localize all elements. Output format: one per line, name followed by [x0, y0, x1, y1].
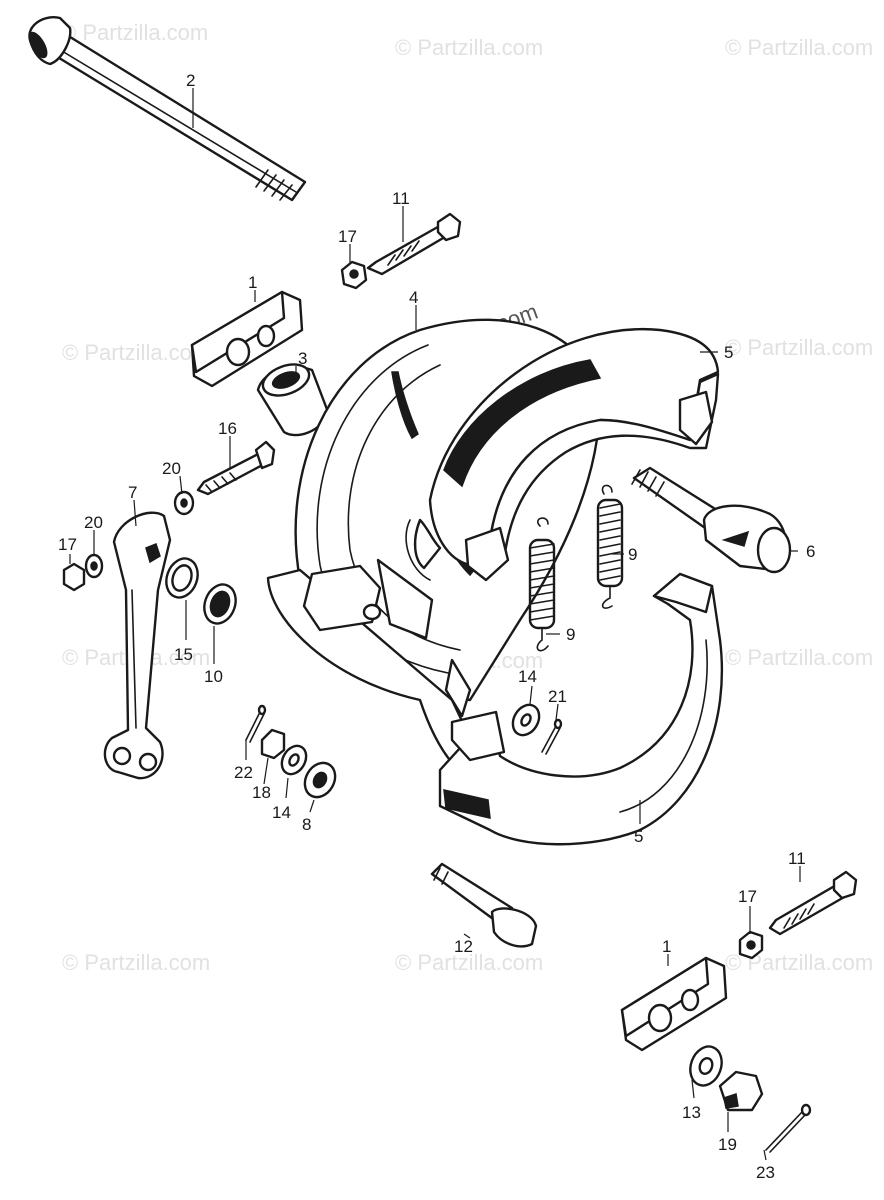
- watermark: © Partzilla.com: [62, 950, 210, 975]
- nut-part-17-top: [340, 260, 368, 290]
- leader-lines: [69, 88, 801, 1161]
- washer-part-20-top: [173, 490, 195, 516]
- washer-part-14-right: [511, 703, 541, 737]
- callout-9: 9: [566, 625, 575, 644]
- callout-1: 1: [662, 937, 671, 956]
- callout-2: 2: [186, 71, 195, 90]
- washer-part-15: [165, 557, 199, 599]
- brake-cam-part-6: [631, 466, 792, 574]
- callout-10: 10: [204, 667, 223, 686]
- callout-19: 19: [718, 1135, 737, 1154]
- callout-21: 21: [548, 687, 567, 706]
- callout-23: 23: [756, 1163, 775, 1182]
- callout-12: 12: [454, 937, 473, 956]
- watermark: © Partzilla.com: [725, 335, 873, 360]
- callout-7: 7: [128, 483, 137, 502]
- washer-part-13: [689, 1045, 723, 1087]
- nut-part-17-left: [62, 562, 86, 592]
- callouts: 2 11 17 1 4 3 5 16 20 7 20 17 9 9 6 15 1…: [58, 71, 815, 1182]
- watermark: © Partzilla.com: [725, 35, 873, 60]
- washer-part-14-left: [280, 744, 308, 776]
- callout-8: 8: [302, 815, 311, 834]
- brake-shoe-part-5-top: [405, 327, 720, 582]
- callout-17: 17: [738, 887, 757, 906]
- callout-22: 22: [234, 763, 253, 782]
- watermark: © Partzilla.com: [725, 645, 873, 670]
- watermark: © Partzilla.com: [395, 35, 543, 60]
- cotter-pin-part-22: [245, 704, 267, 743]
- callout-14: 14: [518, 667, 537, 686]
- castle-nut-part-8: [303, 761, 337, 799]
- cotter-pin-part-21: [541, 718, 563, 755]
- watermark: © Partzilla.com: [62, 340, 210, 365]
- callout-5: 5: [634, 827, 643, 846]
- watermarks: © Partzilla.com © Partzilla.com © Partzi…: [60, 20, 873, 975]
- spring-part-9-left: [528, 517, 556, 652]
- cotter-pin-part-23: [765, 1103, 812, 1153]
- watermark: © Partzilla.com: [395, 950, 543, 975]
- callout-11: 11: [392, 189, 410, 208]
- callout-17: 17: [338, 227, 357, 246]
- castle-nut-part-19: [718, 1070, 764, 1112]
- nut-part-18: [260, 728, 286, 760]
- washer-part-20-left: [84, 553, 104, 579]
- callout-14: 14: [272, 803, 291, 822]
- callout-17: 17: [58, 535, 77, 554]
- callout-15: 15: [174, 645, 193, 664]
- callout-16: 16: [218, 419, 237, 438]
- callout-5: 5: [724, 343, 733, 362]
- callout-1: 1: [248, 273, 257, 292]
- brake-shoe-part-5-bottom: [438, 572, 724, 846]
- chain-adjuster-part-1-bottom: [620, 956, 728, 1052]
- spring-part-9-right: [596, 484, 624, 609]
- bolt-part-11-bottom: [768, 870, 858, 936]
- axle-part-2: [28, 15, 307, 202]
- callout-4: 4: [409, 288, 418, 307]
- callout-18: 18: [252, 783, 271, 802]
- watermark: © Partzilla.com: [60, 20, 208, 45]
- bolt-part-11-top: [366, 212, 462, 276]
- bolt-part-16: [196, 440, 276, 496]
- callout-20: 20: [162, 459, 181, 478]
- callout-6: 6: [806, 542, 815, 561]
- callout-20: 20: [84, 513, 103, 532]
- collar-part-3: [256, 363, 330, 437]
- callout-13: 13: [682, 1103, 701, 1122]
- callout-3: 3: [298, 349, 307, 368]
- callout-9: 9: [628, 545, 637, 564]
- callout-11: 11: [788, 849, 806, 868]
- washer-part-10: [203, 583, 237, 625]
- chain-adjuster-part-1-top: [190, 290, 304, 388]
- brake-arm-part-7: [103, 511, 172, 780]
- nut-part-17-bottom: [738, 930, 764, 960]
- anchor-pin-part-12: [430, 862, 538, 948]
